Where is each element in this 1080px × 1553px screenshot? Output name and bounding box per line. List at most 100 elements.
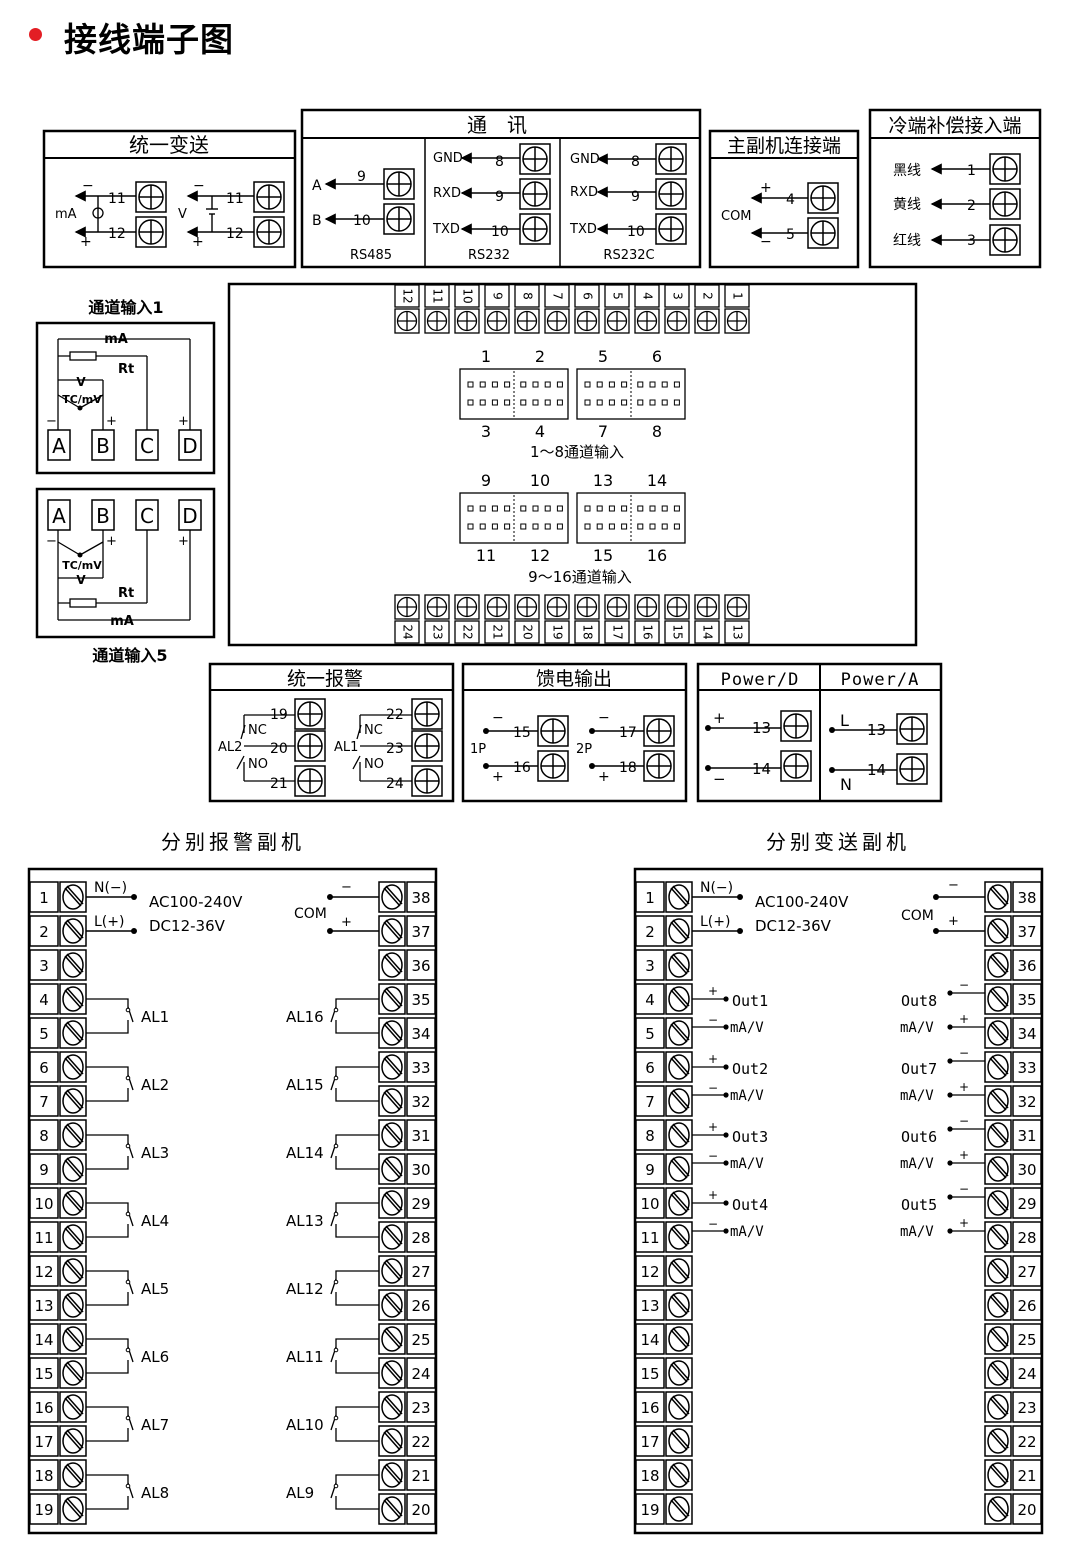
pin [532, 381, 539, 388]
terminal-number: 14 [640, 1331, 659, 1349]
terminal-number: 16 [34, 1399, 53, 1417]
minus-sign: − [959, 1114, 969, 1128]
main-top-label: 6 [581, 292, 595, 300]
main-top-terminal: 4 [634, 284, 660, 334]
terminal-number: 11 [640, 1229, 659, 1247]
main-g2-caption: 9～16通道输入 [528, 568, 632, 586]
alarm-relay: AL16 [286, 998, 379, 1034]
alarm-label: AL11 [286, 1348, 324, 1366]
transmit-slave-com: COM [901, 908, 934, 924]
alarm-label: AL14 [286, 1144, 324, 1162]
terminal-number: 21 [1017, 1467, 1036, 1485]
ch1-title: 通道输入1 [88, 298, 163, 317]
plus-sign: + [959, 1012, 969, 1026]
main-top-label: 10 [461, 288, 475, 303]
main-bottom-terminal: 24 [394, 594, 420, 644]
main-top-label: 7 [551, 292, 565, 300]
terminal-number: 27 [411, 1263, 430, 1281]
main-top-label: 3 [671, 292, 685, 300]
ch5-term-c: C [140, 504, 154, 528]
pin [504, 505, 511, 512]
ch5-ma: mA [110, 614, 134, 629]
alarm-label: AL2 [141, 1076, 169, 1094]
pin [479, 381, 486, 388]
rs485-a: A [312, 178, 322, 194]
minus-sign: − [959, 1182, 969, 1196]
alarm-t22: 22 [386, 707, 404, 723]
terminal-number: 28 [1017, 1229, 1036, 1247]
minus-sign: − [959, 978, 969, 992]
terminal-number: 30 [1017, 1161, 1036, 1179]
pin [637, 381, 644, 388]
feed-t16: 16 [513, 760, 531, 776]
slave-left-terminal: 18 [635, 1459, 693, 1491]
terminal-number: 13 [640, 1297, 659, 1315]
main-bottom-label: 21 [491, 624, 505, 639]
slave-right-terminal: 34 [378, 1017, 436, 1049]
feed-plus-1: + [492, 769, 504, 785]
slave-right-terminal: 27 [984, 1255, 1042, 1287]
rs232c-gnd: GND [570, 152, 600, 167]
pin [532, 399, 539, 406]
rs232c-t9: 9 [631, 189, 640, 205]
alarm-relay: AL5 [86, 1270, 169, 1306]
pin [621, 399, 628, 406]
ch5-tc: TC/mV [62, 559, 102, 572]
slave-right-terminal: 32 [984, 1085, 1042, 1117]
terminal-number: 25 [1017, 1331, 1036, 1349]
terminal-number: 36 [411, 957, 430, 975]
main-bottom-label: 20 [521, 624, 535, 639]
master-t4: 4 [786, 192, 795, 208]
pin [649, 505, 656, 512]
transmit-t12a: 12 [108, 226, 126, 242]
pin [673, 523, 680, 530]
pin [544, 505, 551, 512]
terminal-number: 28 [411, 1229, 430, 1247]
slave-right-terminal: 30 [378, 1153, 436, 1185]
rs232-t8: 8 [495, 154, 504, 170]
out-label: Out3 [732, 1128, 768, 1146]
pin [637, 399, 644, 406]
alarm-relay: AL15 [286, 1066, 379, 1102]
pin [608, 523, 615, 530]
main-top-terminal: 7 [544, 284, 570, 334]
alarm-nc-2: NC [364, 723, 383, 738]
unit-label: mA/V [730, 1020, 764, 1036]
slave-right-terminal: 33 [984, 1051, 1042, 1083]
slave-right-terminal: 23 [984, 1391, 1042, 1423]
alarm-al2: AL2 [218, 740, 242, 755]
alarm-label: AL15 [286, 1076, 324, 1094]
connector-block [576, 492, 686, 544]
power-a-t13: 13 [867, 721, 886, 739]
slave-right-terminal: 28 [984, 1221, 1042, 1253]
transmit-slave-l: L(+) [700, 914, 730, 930]
main-top-terminal: 9 [484, 284, 510, 334]
transmit-slave-n: N(−) [700, 880, 733, 896]
main-top-terminal: 5 [604, 284, 630, 334]
alarm-slave-dc: DC12-36V [149, 917, 226, 935]
minus-sign: − [708, 1013, 718, 1027]
terminal-number: 15 [34, 1365, 53, 1383]
alarm-label: AL5 [141, 1280, 169, 1298]
channel-input-1: 通道输入1 mA Rt V TC/mV − + + A B C D [35, 298, 216, 475]
main-top-label: 4 [641, 292, 655, 300]
alarm-nc-1: NC [248, 723, 267, 738]
slave-left-terminal: 17 [29, 1425, 87, 1457]
ch1-minus: − [46, 414, 57, 429]
main-bottom-label: 23 [431, 624, 445, 639]
pin [556, 399, 563, 406]
out-label: Out8 [901, 992, 937, 1010]
pin [608, 399, 615, 406]
pin [649, 381, 656, 388]
unit-label: mA/V [730, 1156, 764, 1172]
terminal-number: 26 [1017, 1297, 1036, 1315]
output-pair: −Out7+mA/V [900, 1046, 985, 1104]
main-bottom-label: 13 [731, 624, 745, 639]
pin [621, 381, 628, 388]
rs485-b: B [312, 213, 322, 229]
pin [608, 381, 615, 388]
slave-right-terminal: 23 [378, 1391, 436, 1423]
alarm-al1: AL1 [334, 740, 358, 755]
master-title: 主副机连接端 [727, 135, 841, 157]
slave-left-terminal: 14 [635, 1323, 693, 1355]
